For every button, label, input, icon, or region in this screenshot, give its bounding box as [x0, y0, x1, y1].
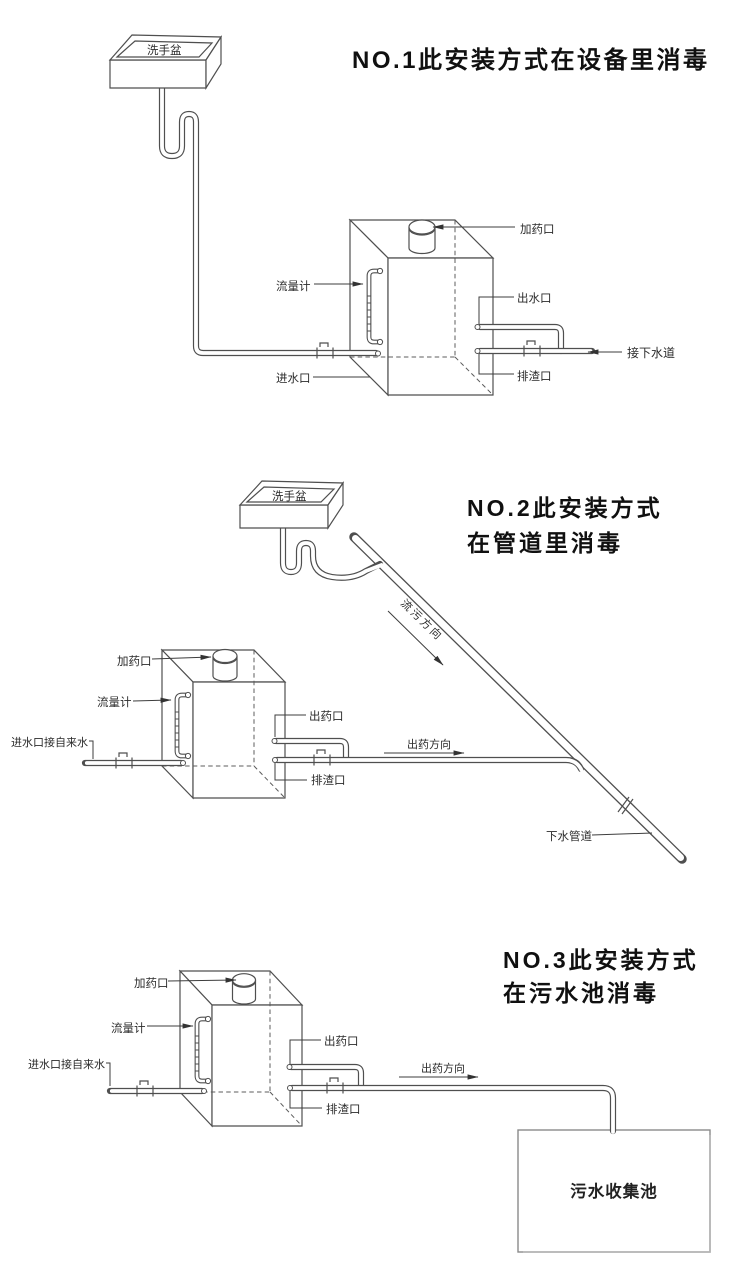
dosing-cylinder-1	[408, 219, 436, 255]
section-1-title: NO.1此安装方式在设备里消毒	[352, 46, 710, 74]
flow-meter-label-2: 流量计	[97, 695, 132, 709]
tank-2-hidden-edges	[162, 650, 286, 799]
section-2-title-line2: 在管道里消毒	[467, 530, 623, 556]
valve-inlet-2	[115, 752, 133, 769]
dosing-port-leader-2	[151, 654, 212, 660]
sewer-pipe-2	[349, 532, 687, 864]
sewer-pipe-leader	[591, 832, 653, 836]
chem-direction-label-2: 出药方向	[407, 737, 451, 751]
residue-leader-3	[289, 1091, 322, 1109]
valve-inlet-1	[316, 342, 334, 359]
flow-meter-2	[174, 691, 192, 760]
residue-leader-2	[274, 763, 307, 781]
section-1: NO.1此安装方式在设备里消毒 洗手盆	[108, 34, 710, 397]
outlet-pipes-1	[476, 323, 596, 355]
dosing-port-label-1: 加药口	[520, 223, 555, 236]
valve-inlet-3	[136, 1080, 154, 1097]
residue-port-label-1: 排渣口	[517, 369, 552, 383]
section-3: NO.3此安装方式 在污水池消毒	[28, 947, 711, 1253]
washbasin-2: 洗手盆	[238, 480, 345, 531]
inlet-flange-1	[375, 350, 381, 357]
residue-flange-2	[272, 757, 278, 763]
sewage-collection-pool	[517, 1129, 711, 1253]
flow-meter-1	[366, 267, 384, 346]
dosing-cylinder-3	[231, 973, 257, 1005]
dosing-port-label-2: 加药口	[117, 655, 152, 668]
inlet-tap-label-3: 进水口接自来水	[28, 1058, 105, 1071]
trap-pipe-2	[279, 522, 384, 581]
inlet-flange-2	[180, 760, 186, 766]
washbasin-1-label: 洗手盆	[147, 43, 182, 57]
inlet-flange-3	[201, 1088, 207, 1094]
tank-3-hidden-edges	[180, 971, 303, 1127]
residue-port-leader-1	[478, 354, 514, 375]
chem-direction-label-3: 出药方向	[421, 1061, 465, 1075]
chem-outlet-label-2: 出药口	[309, 709, 344, 723]
chem-outlet-flange-3	[286, 1064, 293, 1070]
outlet-pipes-2	[272, 737, 585, 773]
valve-drain-1	[523, 340, 541, 357]
sewer-pipe-label: 下水管道	[546, 829, 592, 843]
water-inlet-label-1: 进水口	[276, 372, 311, 385]
inlet-tap-leader-3	[106, 1062, 111, 1086]
inlet-tap-leader-2	[89, 740, 94, 759]
chem-outlet-flange-2	[271, 738, 278, 744]
outlet-pipes-3	[287, 1063, 617, 1135]
section-3-title-line1: NO.3此安装方式	[503, 947, 699, 973]
to-sewer-label-1: 接下水道	[627, 345, 675, 360]
sewage-flow-arrow	[387, 610, 444, 666]
residue-label-3: 排渣口	[326, 1102, 361, 1116]
chem-outlet-leader-3	[289, 1039, 321, 1064]
dosing-cylinder-2	[212, 648, 238, 682]
flow-meter-label-3: 流量计	[111, 1021, 146, 1035]
tank-1-hidden-edges	[350, 220, 494, 396]
water-outlet-label-1: 出水口	[517, 291, 552, 305]
flow-meter-leader-2	[132, 697, 172, 703]
dosing-port-leader-3	[167, 977, 237, 983]
flow-meter-label-1: 流量计	[276, 279, 311, 293]
section-2: NO.2此安装方式 在管道里消毒 洗手盆	[11, 480, 687, 864]
collection-pool-label: 污水收集池	[570, 1181, 658, 1201]
valve-residue-3	[326, 1077, 344, 1094]
dosing-port-label-3: 加药口	[134, 977, 169, 990]
drain-flange-1	[474, 348, 481, 354]
inlet-tap-label-2: 进水口接自来水	[11, 736, 88, 749]
valve-residue-2	[313, 749, 331, 766]
dosing-tank-2	[160, 648, 287, 800]
water-outlet-leader-1	[478, 296, 514, 324]
washbasin-1: 洗手盆	[108, 34, 223, 91]
washbasin-2-label: 洗手盆	[272, 489, 307, 503]
section-3-title-line2: 在污水池消毒	[503, 980, 659, 1006]
flow-meter-3	[194, 1015, 212, 1085]
outlet-flange-1	[474, 324, 481, 330]
residue-label-2: 排渣口	[311, 773, 346, 787]
chem-outlet-leader-2	[274, 714, 306, 737]
chem-outlet-label-3: 出药口	[324, 1034, 359, 1048]
pipe-break-symbol	[617, 796, 634, 815]
section-2-title-line1: NO.2此安装方式	[467, 495, 663, 521]
residue-flange-3	[287, 1085, 293, 1091]
trap-and-inlet-pipe-1	[158, 82, 380, 357]
